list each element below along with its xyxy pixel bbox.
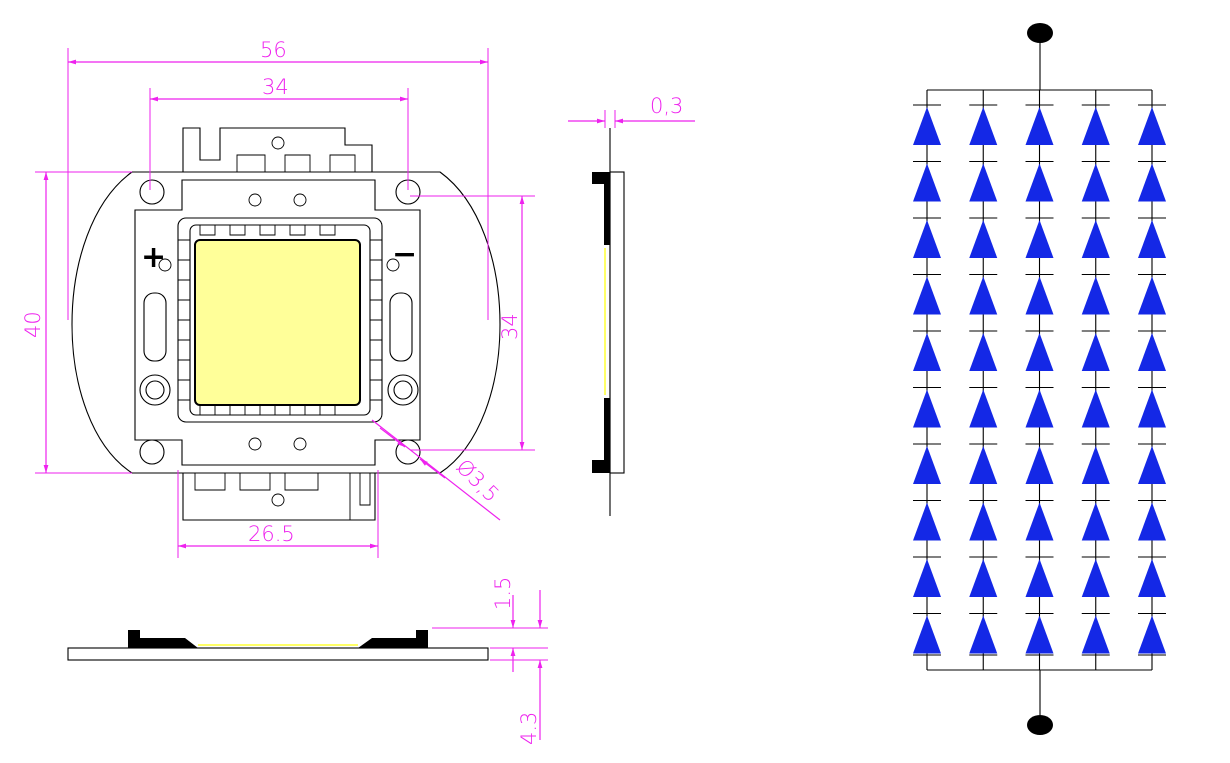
dim-overall-width: 56	[260, 38, 287, 62]
led-diode	[969, 163, 998, 202]
led-diode	[913, 333, 941, 371]
led-diode	[913, 502, 941, 541]
led-diode	[1081, 220, 1110, 258]
led-diode	[913, 389, 941, 428]
cathode-terminal	[1027, 715, 1053, 735]
hole-top-left	[139, 179, 165, 205]
hole-bottom-left	[139, 439, 165, 465]
led-diode	[1081, 107, 1110, 145]
led-diode	[1025, 389, 1054, 428]
led-diode	[913, 446, 941, 484]
led-diode	[1081, 502, 1110, 541]
led-diode	[1025, 446, 1054, 484]
led-diode	[1081, 163, 1110, 202]
led-diode	[913, 220, 941, 258]
led-diode	[1025, 220, 1054, 258]
led-diode	[1081, 276, 1110, 315]
led-diode	[1081, 559, 1110, 597]
led-diode	[969, 446, 998, 484]
negative-terminal-mark: −	[392, 237, 417, 272]
led-diode	[1138, 163, 1166, 202]
side-view: 0,3	[568, 94, 695, 516]
led-diode	[1081, 333, 1110, 371]
led-diode	[969, 615, 998, 654]
led-chip	[194, 239, 361, 406]
led-diode	[1081, 389, 1110, 428]
led-diode	[1138, 446, 1166, 484]
led-diode	[1138, 220, 1166, 258]
dim-hole-spacing-vertical: 34	[498, 313, 522, 340]
led-diode	[913, 276, 941, 315]
led-array-schematic	[913, 23, 1166, 735]
slot-left	[143, 292, 167, 362]
led-diode	[969, 276, 998, 315]
led-diode	[913, 107, 941, 145]
led-diode	[1138, 615, 1166, 654]
dim-hole-diameter: Ø3,5	[451, 455, 503, 507]
led-diode	[1138, 333, 1166, 371]
led-diode	[969, 220, 998, 258]
dim-base-thickness: 4.3	[517, 712, 541, 745]
dim-top-thickness: 1.5	[491, 577, 515, 610]
dim-bottom-width: 26.5	[248, 522, 295, 546]
led-diode	[1025, 276, 1054, 315]
led-diode	[969, 333, 998, 371]
hole-bottom-right	[395, 439, 421, 465]
led-diode	[969, 502, 998, 541]
dim-overall-height: 40	[21, 311, 45, 338]
front-view: + −	[71, 127, 501, 521]
led-diode	[913, 615, 941, 654]
inner-frame	[134, 179, 421, 466]
top-tab	[182, 127, 373, 172]
dim-hole-spacing-horizontal: 34	[262, 75, 289, 99]
led-diode	[1138, 559, 1166, 597]
led-diode	[1138, 502, 1166, 541]
led-diode	[1025, 559, 1054, 597]
led-diode	[1081, 446, 1110, 484]
led-diode	[1025, 502, 1054, 541]
bottom-view: 1.5 4.3	[67, 577, 548, 745]
led-diode	[1138, 276, 1166, 315]
led-diode	[913, 559, 941, 597]
led-diode	[1025, 163, 1054, 202]
positive-terminal-mark: +	[141, 240, 166, 275]
led-diode	[1025, 107, 1054, 145]
led-diode	[1138, 107, 1166, 145]
led-diode	[913, 163, 941, 202]
led-diode	[1025, 333, 1054, 371]
slot-right	[389, 292, 413, 362]
led-diode	[969, 389, 998, 428]
anode-terminal	[1027, 23, 1053, 43]
dim-pin-thickness: 0,3	[650, 94, 683, 118]
led-diode	[969, 107, 998, 145]
bottom-tab	[182, 473, 376, 521]
led-diode	[1138, 389, 1166, 428]
led-diode	[1081, 615, 1110, 654]
led-diode	[1025, 615, 1054, 654]
led-diode	[969, 559, 998, 597]
